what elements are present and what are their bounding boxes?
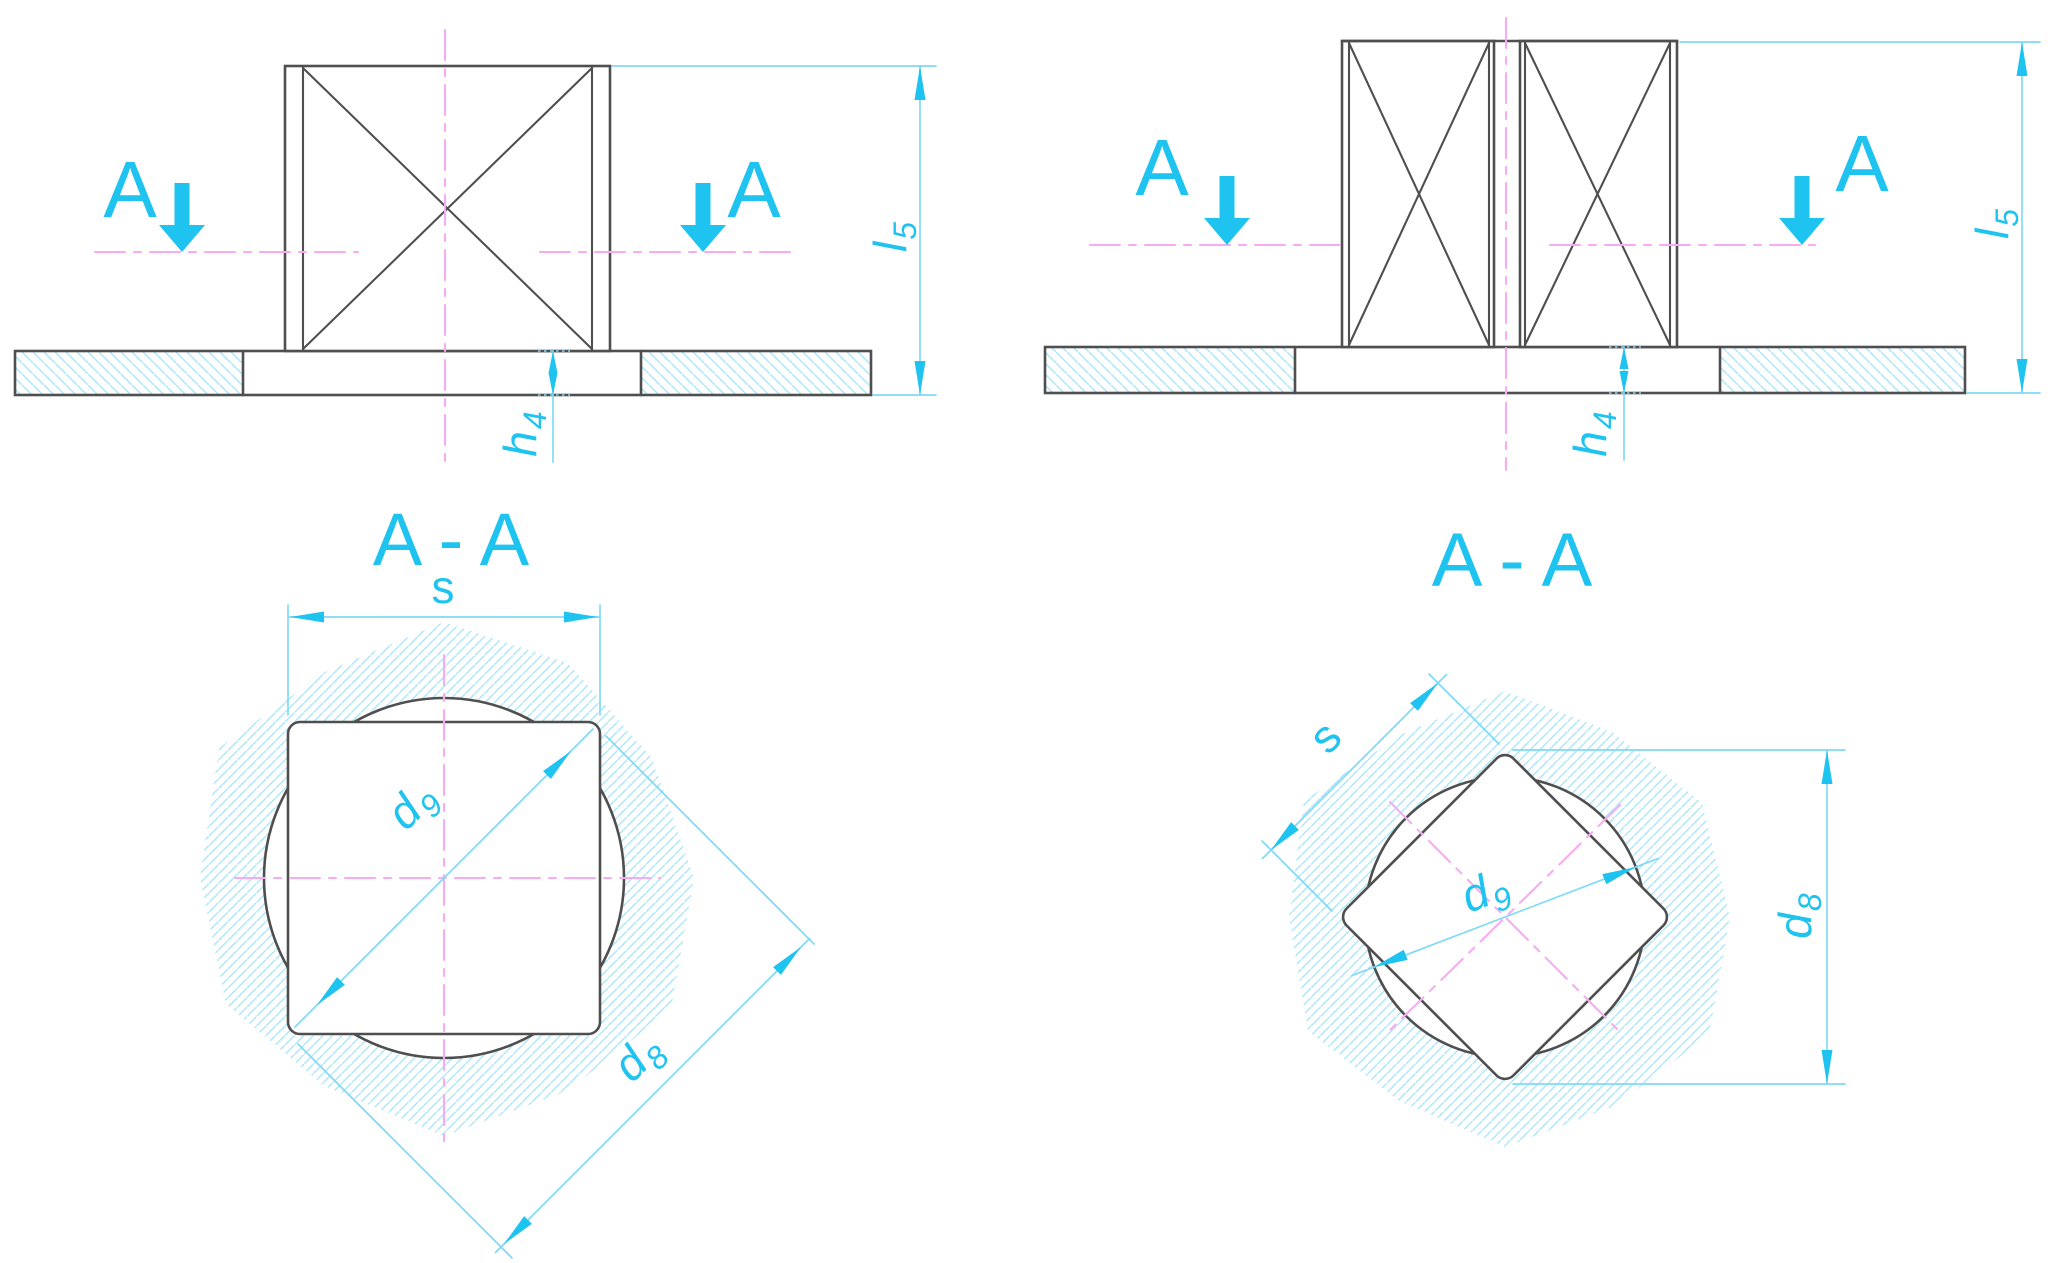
diagonal-centerline: [1388, 800, 1624, 1036]
section-letter-a: A: [1835, 119, 1889, 208]
dimension-arrow: [1619, 347, 1629, 369]
dimension-arrow: [290, 611, 324, 623]
section-arrow-icon: [1204, 176, 1250, 245]
diagonal-centerline: [1386, 803, 1622, 1034]
cross-line: [1347, 41, 1491, 347]
view-side-right: l5 h4 A A: [1043, 16, 2041, 472]
section-letter-a: A: [103, 145, 157, 234]
view-section-left: A - A s d9 d8: [200, 498, 815, 1259]
dim-label-s: s: [432, 561, 455, 613]
dimension-arrow: [914, 361, 926, 395]
dimension-line-d8: [494, 937, 811, 1254]
dimension-arrow: [1821, 1050, 1833, 1084]
view-side-left: l5 h4 A A: [13, 28, 937, 472]
dim-label-d8: d8: [1769, 893, 1828, 939]
dimension-arrow: [1410, 683, 1438, 711]
extension-line: [297, 1043, 513, 1259]
cross-line: [301, 66, 594, 351]
extension-line: [1428, 673, 1500, 745]
plate-hatch-left: [15, 351, 243, 395]
dimension-line-d9: [294, 728, 594, 1028]
dimension-arrow: [543, 751, 571, 779]
dimension-arrow: [2016, 42, 2028, 76]
plate-hatch-left: [1045, 347, 1295, 393]
plate-hatch-right: [641, 351, 871, 395]
dimension-arrow: [564, 611, 598, 623]
dim-label-l5: l5: [864, 222, 923, 252]
dim-label-h4: h4: [494, 411, 553, 456]
section-title: A - A: [373, 498, 530, 581]
view-section-right: A - A s d9 d8: [1261, 518, 1846, 1147]
dimension-arrow: [504, 1216, 532, 1244]
dimension-arrow: [1271, 822, 1299, 850]
dimension-arrow: [773, 947, 801, 975]
dimension-arrow: [1821, 750, 1833, 784]
section-letter-a: A: [727, 145, 781, 234]
dimension-arrow: [1619, 371, 1629, 393]
section-arrow-icon: [1779, 176, 1825, 245]
dimension-arrow: [548, 351, 558, 373]
dimension-arrow: [317, 977, 345, 1005]
section-arrow-icon: [680, 183, 726, 252]
dimension-arrow: [1602, 867, 1636, 885]
section-arrow-icon: [159, 183, 205, 252]
extension-line: [605, 735, 815, 945]
dimension-arrow: [548, 373, 558, 395]
dim-label-h4: h4: [1564, 411, 1623, 456]
section-letter-a: A: [1135, 123, 1189, 212]
dim-label-l5: l5: [1966, 209, 2025, 239]
dimension-arrow: [1374, 949, 1408, 967]
dim-label-s: s: [1298, 710, 1351, 763]
plate-hatch-right: [1720, 347, 1965, 393]
cross-line: [1523, 41, 1672, 347]
dimension-arrow: [914, 66, 926, 100]
section-title: A - A: [1432, 518, 1593, 603]
extension-line: [1261, 840, 1333, 912]
dimension-arrow: [2016, 359, 2028, 393]
